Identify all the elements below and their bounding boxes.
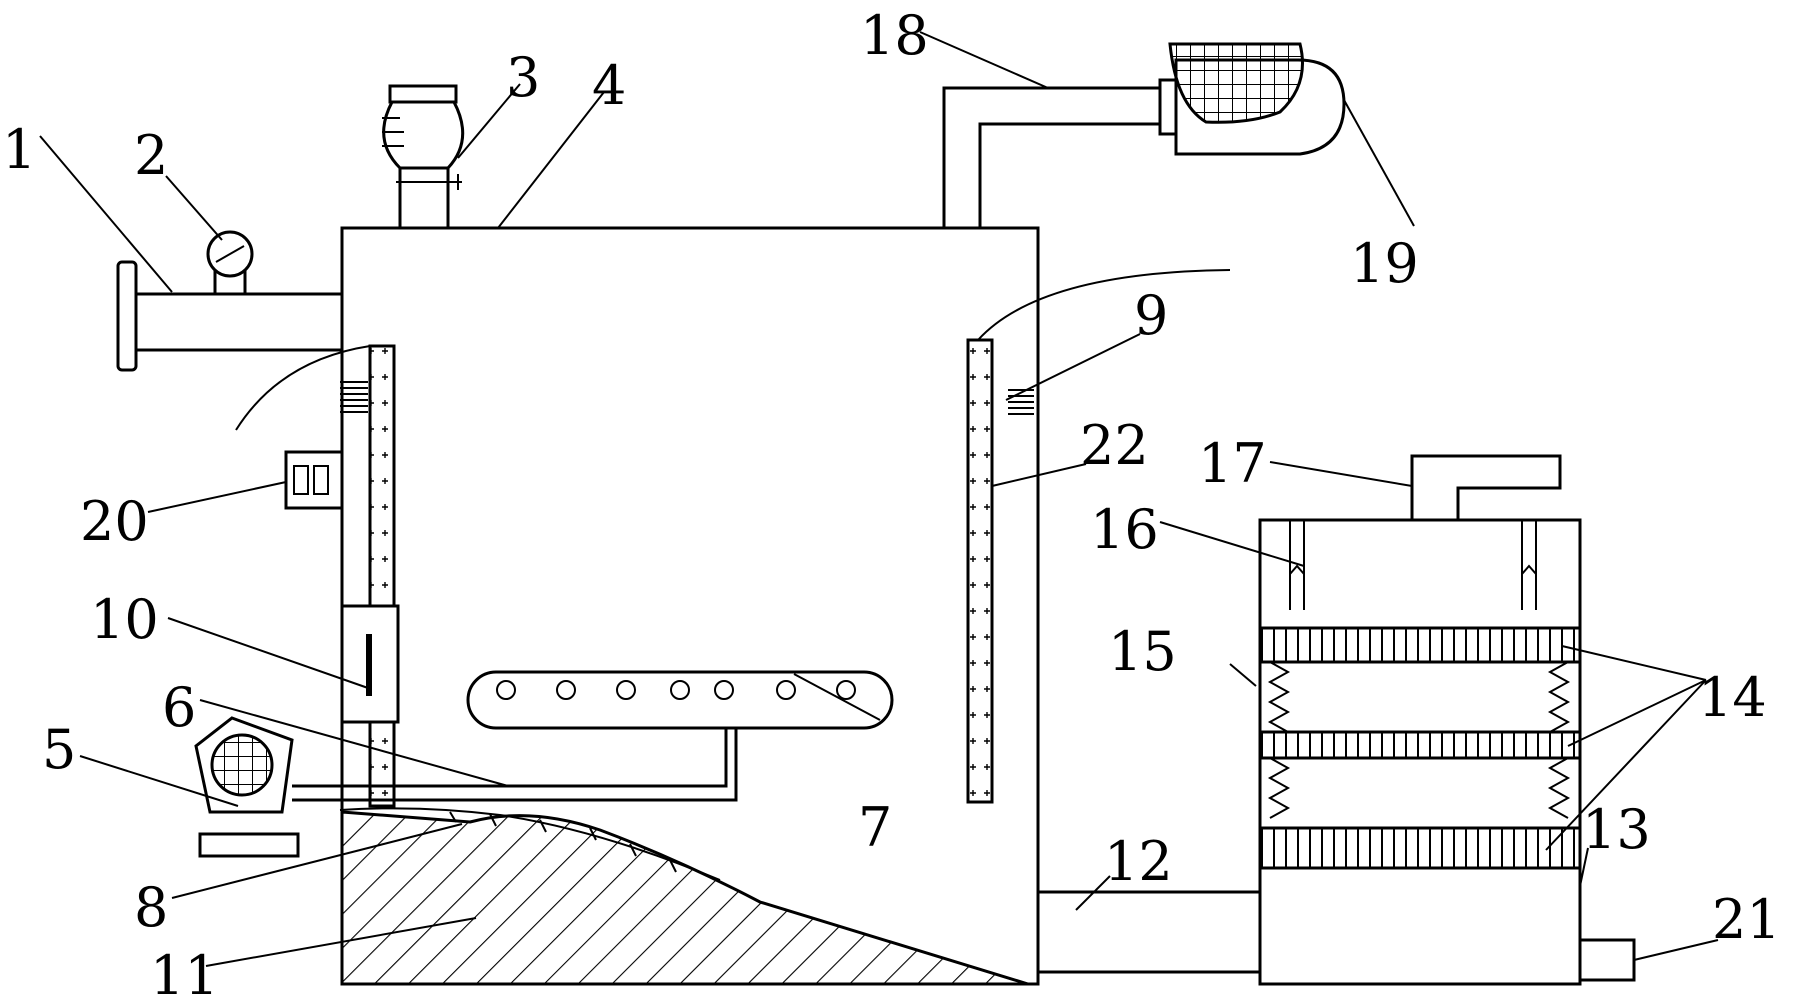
label-12: 12 bbox=[1104, 830, 1173, 893]
label-20: 20 bbox=[80, 490, 149, 553]
exhaust-duct bbox=[942, 42, 1346, 228]
left-filter-plate bbox=[235, 344, 400, 808]
main-tank bbox=[339, 226, 1040, 986]
label-10: 10 bbox=[90, 588, 159, 651]
inlet-pipe bbox=[116, 230, 342, 372]
air-pipe bbox=[292, 670, 894, 802]
label-17: 17 bbox=[1198, 432, 1267, 495]
label-3: 3 bbox=[506, 46, 540, 109]
label-18: 18 bbox=[860, 4, 929, 67]
label-13: 13 bbox=[1582, 798, 1651, 861]
label-21: 21 bbox=[1712, 888, 1781, 951]
label-8: 8 bbox=[134, 876, 168, 939]
label-6: 6 bbox=[162, 676, 196, 739]
control-box bbox=[284, 450, 344, 510]
label-5: 5 bbox=[42, 718, 76, 781]
label-19: 19 bbox=[1350, 232, 1419, 295]
label-2: 2 bbox=[134, 124, 168, 187]
leader-lines bbox=[39, 31, 1719, 967]
label-1: 1 bbox=[2, 118, 36, 181]
filter-tower bbox=[1258, 454, 1636, 986]
label-9: 9 bbox=[1134, 284, 1168, 347]
label-16: 16 bbox=[1090, 498, 1159, 561]
scraper-curve bbox=[339, 807, 721, 881]
blower-fan bbox=[194, 716, 300, 858]
label-11: 11 bbox=[150, 944, 219, 1002]
sloped-base bbox=[340, 810, 1029, 986]
label-4: 4 bbox=[592, 54, 626, 117]
label-22: 22 bbox=[1080, 414, 1149, 477]
label-14: 14 bbox=[1698, 666, 1767, 729]
outlet-pipe bbox=[1036, 890, 1262, 974]
label-7: 7 bbox=[858, 796, 892, 859]
label-15: 15 bbox=[1108, 620, 1177, 683]
feed-hopper bbox=[382, 84, 465, 228]
right-filter-plate bbox=[966, 269, 1231, 804]
number-labels: 1 2 3 4 5 6 7 8 9 10 11 12 13 14 15 16 1… bbox=[2, 4, 1781, 1002]
